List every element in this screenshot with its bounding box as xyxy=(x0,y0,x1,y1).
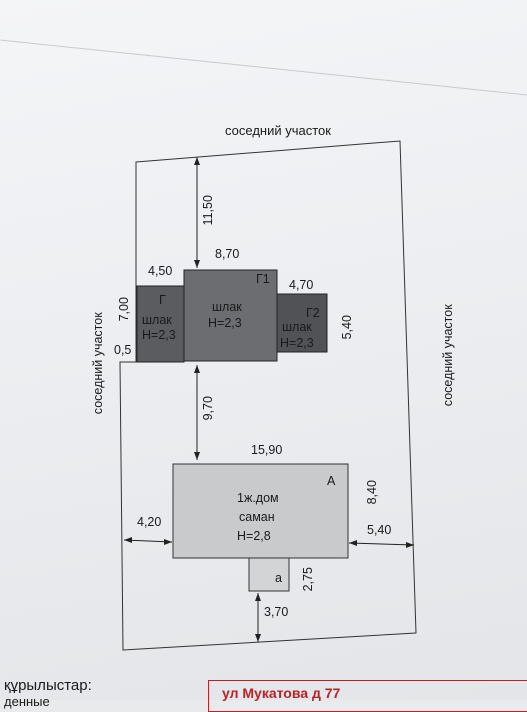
house-block xyxy=(172,463,349,559)
block-g2-material: шлак xyxy=(282,320,312,334)
neighbor-right-label: соседний участок xyxy=(440,304,455,407)
dim-g-height: 7,00 xyxy=(116,297,131,322)
annex-tag: а xyxy=(275,571,282,585)
dim-house-width: 15,90 xyxy=(251,443,283,457)
dim-mid-gap: 9,70 xyxy=(200,396,215,421)
footer-partial: денные xyxy=(4,694,50,709)
dim-g2-height: 5,40 xyxy=(339,315,354,340)
dim-annex-height: 2,75 xyxy=(300,567,315,592)
house-line1: 1ж.дом xyxy=(237,491,279,505)
annex-block xyxy=(248,557,290,592)
dim-g-width: 4,50 xyxy=(148,264,173,278)
block-g1-material: шлак xyxy=(212,300,242,314)
block-g1-height: H=2,3 xyxy=(208,316,242,330)
dim-house-left: 4,20 xyxy=(137,515,162,529)
house-line3: H=2,8 xyxy=(237,529,271,543)
block-g1-tag: Г1 xyxy=(256,272,270,286)
block-g xyxy=(136,285,185,363)
plot-boundary xyxy=(119,140,417,651)
block-g1 xyxy=(183,269,278,362)
block-g-height: H=2,3 xyxy=(142,328,176,342)
dim-house-height: 8,40 xyxy=(364,480,379,505)
block-g2 xyxy=(276,293,328,353)
block-g-tag: Г xyxy=(159,293,166,307)
dim-house-right: 5,40 xyxy=(367,523,392,537)
block-g2-tag: Г2 xyxy=(306,306,320,320)
neighbor-top-label: соседний участок xyxy=(225,123,331,138)
footer-label: құрылыстар: xyxy=(4,677,92,694)
address-partial: ул Мукатова д 77 xyxy=(222,685,341,701)
dim-g2-width: 4,70 xyxy=(289,278,314,292)
neighbor-left-label: соседний участок xyxy=(90,312,105,415)
block-g-material: шлак xyxy=(142,313,172,327)
block-g2-height: H=2,3 xyxy=(280,336,314,350)
dim-annex-bottom: 3,70 xyxy=(264,605,289,619)
paper-fold-line xyxy=(0,39,527,96)
house-line2: саман xyxy=(239,510,275,524)
dim-g1-width: 8,70 xyxy=(215,247,240,261)
house-tag: А xyxy=(327,474,336,488)
dim-left-offset: 0,5 xyxy=(114,343,132,357)
dim-top-gap: 11,50 xyxy=(200,195,215,226)
